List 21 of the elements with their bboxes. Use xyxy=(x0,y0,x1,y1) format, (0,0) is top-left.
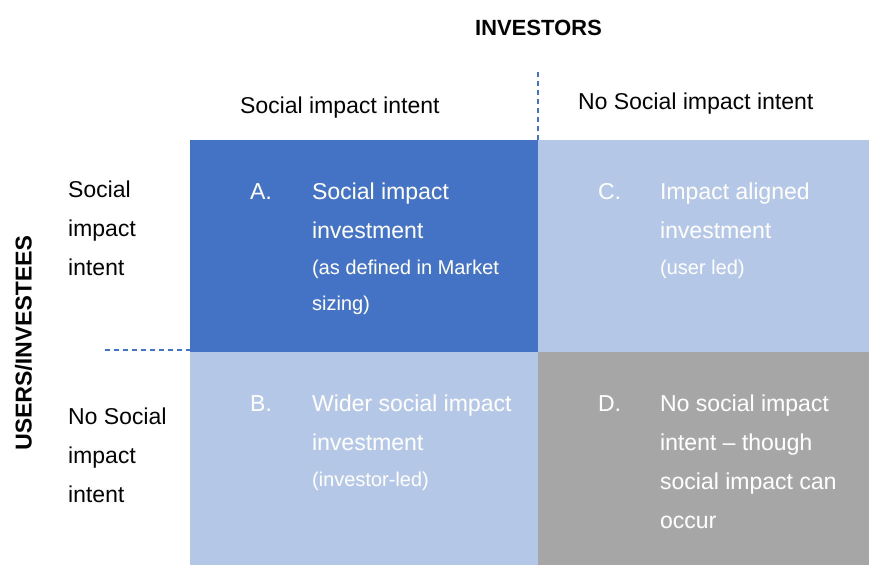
row-header: Social impact intent xyxy=(68,175,137,282)
quadrant-letter: D. xyxy=(598,389,621,418)
row-header: No Social impact intent xyxy=(68,402,168,509)
quadrant-letter: B. xyxy=(250,389,272,418)
column-header: Social impact intent xyxy=(240,91,440,120)
quadrant-letter: C. xyxy=(598,177,621,206)
quadrant-note: (user led) xyxy=(660,256,746,281)
quadrant-note: (investor-led) xyxy=(312,468,430,493)
column-header: No Social impact intent xyxy=(578,87,814,116)
quadrant-box xyxy=(190,352,538,565)
axis-title: INVESTORS xyxy=(475,14,603,42)
quadrant-title: Impact aligned investment xyxy=(660,177,811,245)
quadrant-box xyxy=(538,352,869,565)
quadrant-box xyxy=(538,140,869,352)
quadrant-title: No social impact intent – though social impact can occur xyxy=(660,389,838,535)
axis-title: USERS/INVESTEES xyxy=(10,234,38,452)
quadrant-title: Social impact investment xyxy=(312,177,450,245)
quadrant-note: (as defined in Market sizing) xyxy=(312,256,500,317)
quadrant-box xyxy=(190,140,538,352)
quadrant-letter: A. xyxy=(250,177,272,206)
quadrant-title: Wider social impact investment xyxy=(312,389,512,457)
